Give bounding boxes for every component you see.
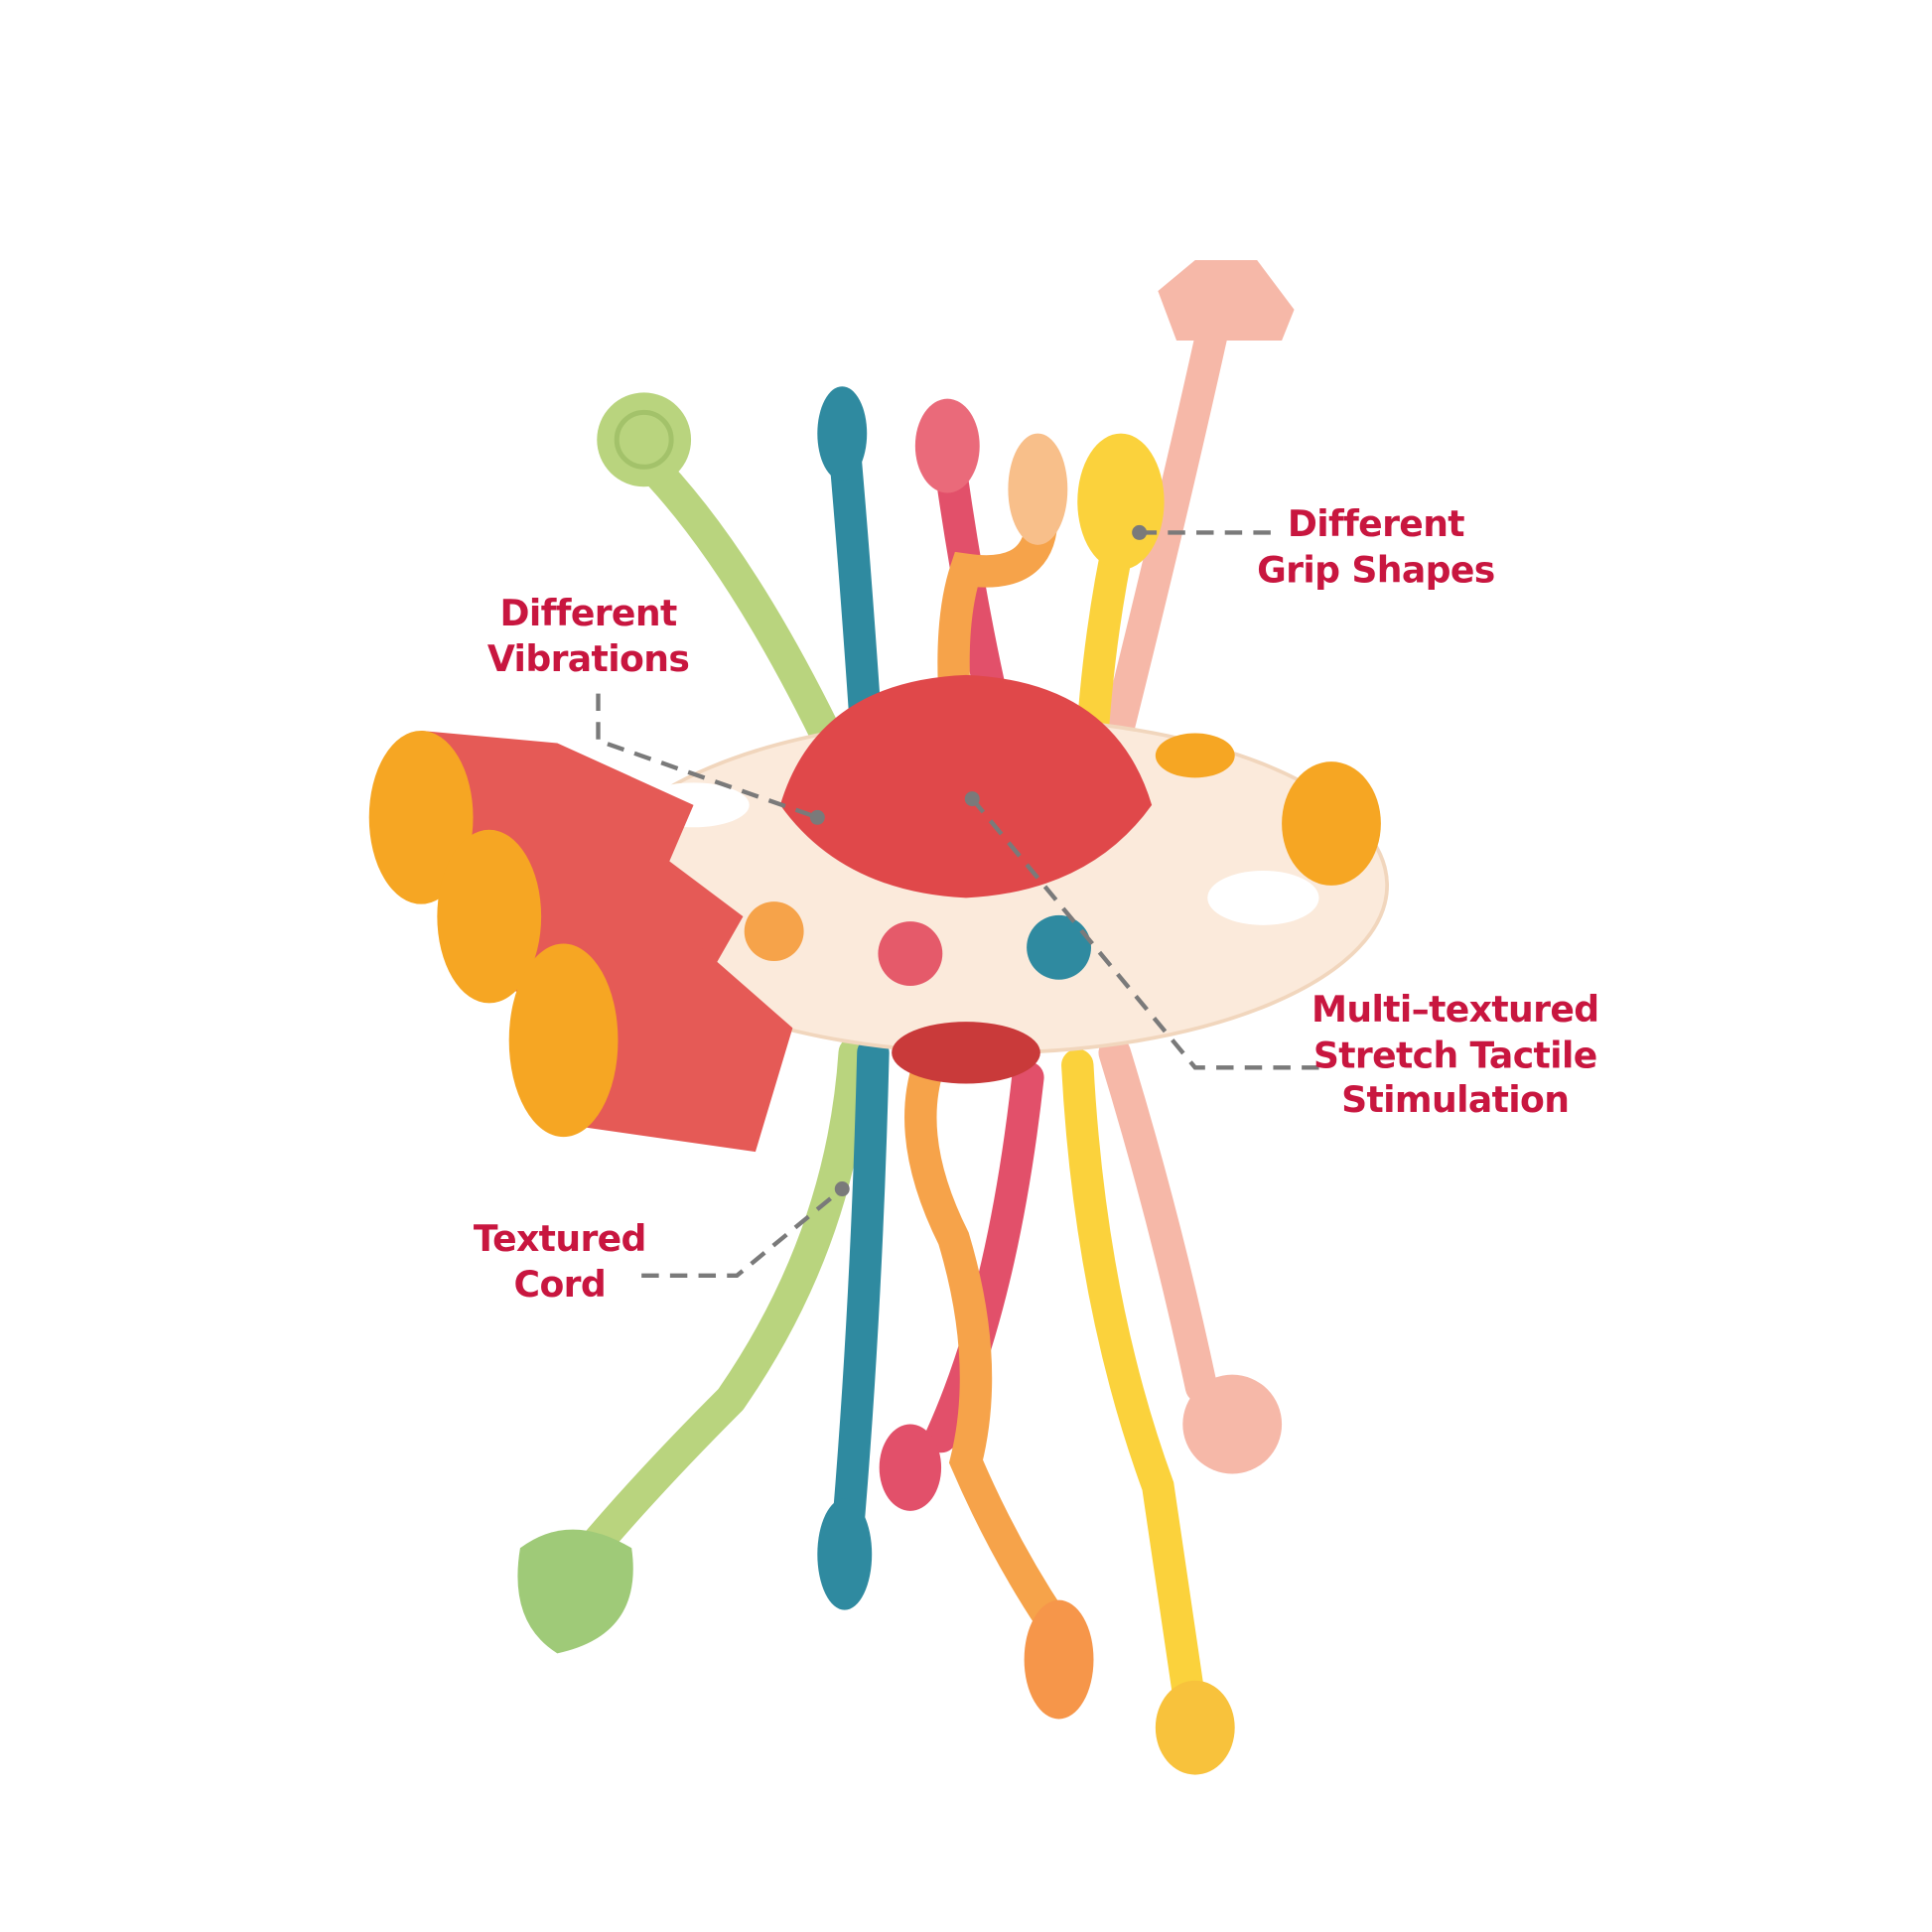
stretch-label-line3: Stimulation — [1341, 1078, 1569, 1121]
stretch-label-line2: Stretch Tactile — [1313, 1034, 1597, 1076]
pink-grip — [914, 398, 980, 493]
red-grip — [879, 1424, 942, 1511]
dome-bottom — [892, 1022, 1040, 1084]
lower-cords — [517, 1036, 1283, 1775]
blue-rocket-grip — [817, 386, 868, 482]
orange-leaf-grip — [1008, 433, 1068, 545]
ring-side-cap — [1282, 761, 1381, 886]
green-cord-top — [627, 442, 859, 784]
carrot-grip — [1024, 1599, 1094, 1720]
cord-label-line2: Cord — [514, 1263, 607, 1306]
orange-cord-bottom — [904, 1048, 1069, 1639]
peach-cord-bottom — [1098, 1036, 1218, 1404]
ufo-body — [592, 674, 1389, 1084]
flower-grip — [1182, 1374, 1283, 1474]
green-round-grip — [597, 392, 692, 487]
car-grip — [1158, 259, 1295, 342]
stretch-label-line1: Multi–textured — [1311, 988, 1599, 1031]
peach-cord-top — [1098, 281, 1236, 759]
yellow-grip — [1077, 433, 1165, 570]
ring-handle-hole — [1207, 870, 1319, 925]
rocket-3 — [569, 934, 793, 1153]
grip-label-line1: Different — [1288, 502, 1464, 545]
cord-label-line1: Textured — [474, 1217, 646, 1260]
pop-bubble-orange — [744, 901, 804, 962]
grip-label-line2: Grip Shapes — [1257, 548, 1495, 591]
blue-cord-bottom — [832, 1036, 890, 1540]
pop-bubble-yellow — [1155, 733, 1235, 778]
vibrations-label-line2: Vibrations — [487, 637, 689, 680]
red-cord-bottom — [924, 1061, 1044, 1453]
pop-bubble-blue — [1027, 914, 1091, 980]
pop-bubble-red — [878, 921, 943, 986]
vibrations-leader-line — [596, 693, 819, 820]
yellow-strawberry-grip — [1155, 1680, 1235, 1775]
yellow-cord-bottom — [1061, 1048, 1205, 1714]
cord-leader-line — [641, 1186, 844, 1279]
blue-wheel-grip — [817, 1498, 873, 1610]
vibration-dome — [779, 674, 1153, 898]
vibrations-label-line1: Different — [499, 592, 676, 634]
stretch-leader-line — [970, 797, 1319, 1070]
rockets — [368, 730, 793, 1153]
strawberry-grip — [517, 1529, 633, 1654]
green-cord-bottom — [566, 1036, 871, 1577]
